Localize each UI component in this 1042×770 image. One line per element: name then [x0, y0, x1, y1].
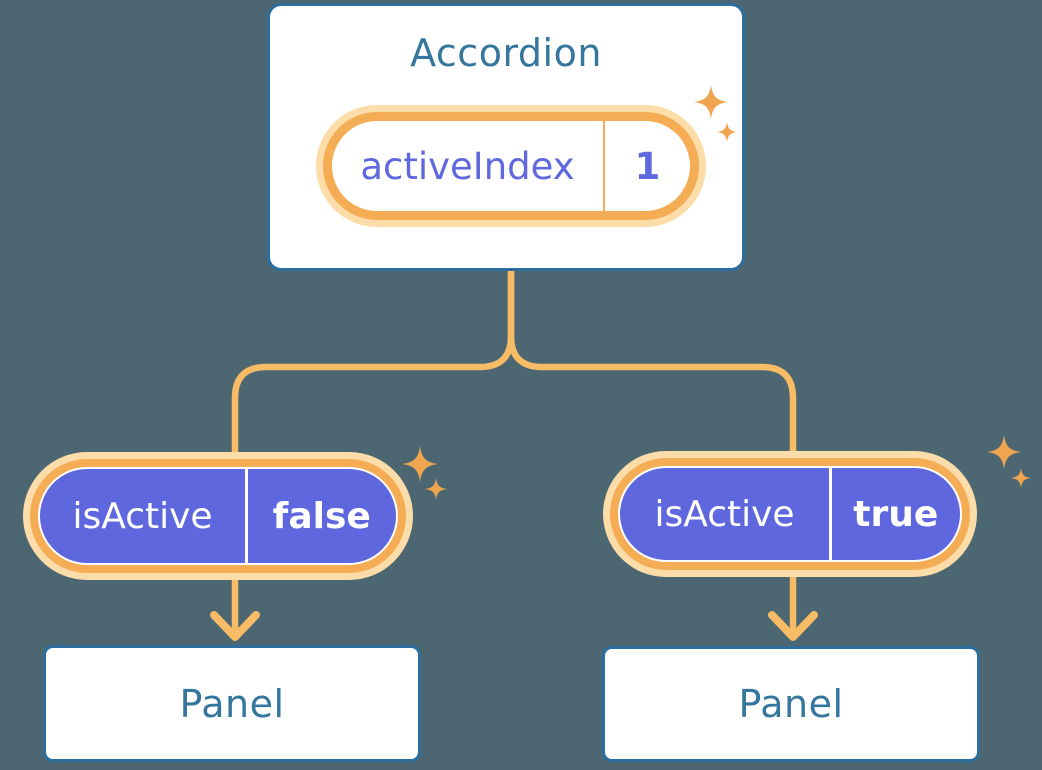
panel-card-left: Panel	[43, 645, 421, 762]
prop-pill-ring: isActive false	[30, 459, 406, 573]
prop-value: false	[272, 495, 371, 537]
panel-title: Panel	[179, 681, 285, 726]
state-pill-ring: activeIndex 1	[323, 112, 699, 220]
state-pill-inner: activeIndex 1	[332, 121, 690, 211]
prop-pill-right: isActive true	[603, 451, 977, 577]
connector-right-branch	[507, 264, 797, 633]
prop-pill-divider	[245, 469, 248, 563]
prop-pill-divider	[829, 468, 832, 560]
prop-pill-ring: isActive true	[610, 458, 970, 570]
panel-card-right: Panel	[602, 646, 980, 762]
prop-name-label: isActive	[654, 493, 795, 535]
prop-name-label: isActive	[72, 495, 213, 537]
accordion-title: Accordion	[410, 31, 602, 75]
state-pill: activeIndex 1	[316, 105, 706, 227]
accordion-card: Accordion activeIndex 1	[267, 3, 745, 271]
prop-pill-left: isActive false	[23, 452, 413, 580]
state-name-label: activeIndex	[360, 144, 575, 188]
state-value: 1	[634, 144, 661, 188]
arrow-down-icon	[768, 611, 818, 641]
prop-pill-inner: isActive true	[618, 466, 962, 562]
prop-value: true	[853, 493, 939, 535]
panel-title: Panel	[738, 682, 844, 726]
arrow-down-icon	[210, 611, 260, 641]
prop-pill-inner: isActive false	[38, 467, 398, 565]
state-pill-divider	[603, 121, 605, 211]
